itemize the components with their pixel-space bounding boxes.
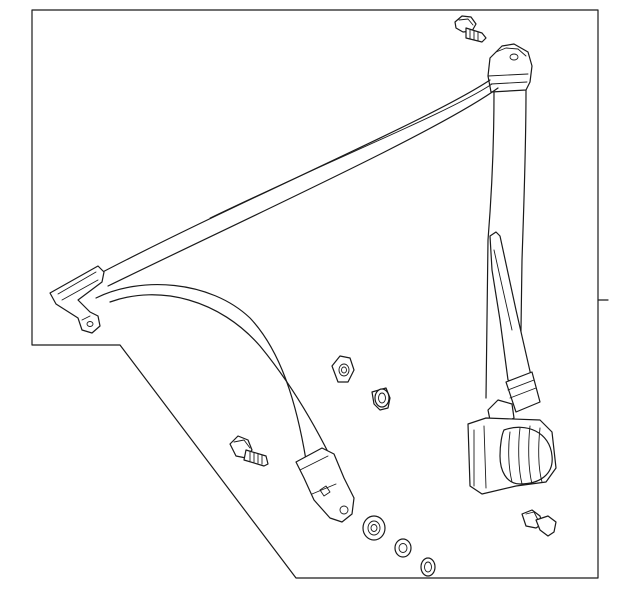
nut-icon — [331, 355, 355, 383]
lap-anchor-plate-icon — [295, 447, 355, 523]
lap-belt-webbing-icon — [95, 284, 331, 461]
washer-1-icon — [394, 538, 412, 558]
hex-bolt-right-icon — [521, 509, 557, 537]
retractor-icon — [467, 417, 557, 495]
clip-icon — [371, 387, 391, 411]
belt-guide-loop-icon — [49, 265, 105, 334]
washer-2-icon — [420, 557, 436, 577]
spacer-icon — [362, 515, 386, 541]
shoulder-belt-webbing-icon — [94, 79, 527, 399]
upper-anchor-bracket-icon — [487, 43, 533, 93]
hex-bolt-top-icon — [454, 15, 487, 43]
buckle-stalk-icon — [487, 231, 541, 425]
hex-bolt-left-icon — [229, 435, 269, 467]
diagram-frame — [31, 9, 609, 579]
